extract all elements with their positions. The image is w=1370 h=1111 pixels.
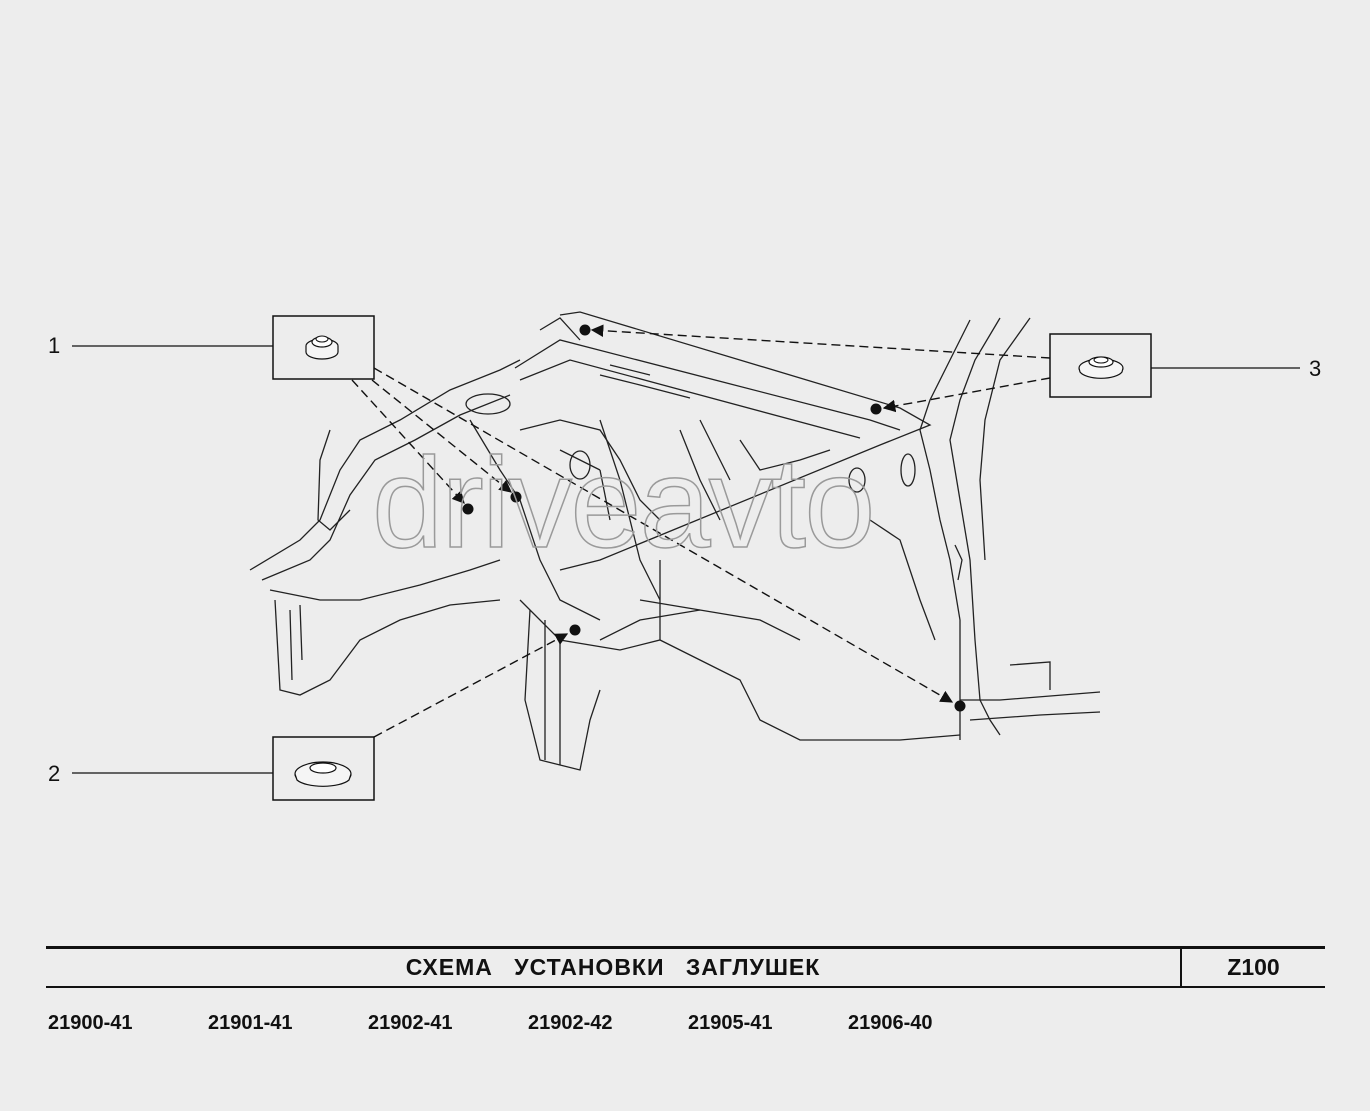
car-body-outline [249, 311, 1101, 771]
arrow-3a [590, 324, 1051, 359]
plug-location-dot [510, 491, 522, 503]
callout-leaders [72, 345, 1300, 774]
title-block: СХЕМА УСТАНОВКИ ЗАГЛУШЕК Z100 [46, 946, 1325, 988]
model-code: 21905-41 [688, 1012, 773, 1034]
callout-3: 3 [1309, 356, 1322, 381]
diagram-code: Z100 [1227, 954, 1280, 980]
model-code: 21902-41 [368, 1012, 453, 1034]
plug-locations [462, 324, 966, 712]
callout-1: 1 [48, 333, 61, 358]
plug-location-dot [569, 624, 581, 636]
arrow-3b [882, 377, 1051, 413]
plug-location-dot [579, 324, 591, 336]
model-list: 21900-41 21901-41 21902-41 21902-42 2190… [48, 1012, 1008, 1038]
part-box-3 [1049, 333, 1152, 398]
watermark: driveavto [371, 432, 876, 575]
part-box-1 [272, 315, 375, 380]
arrow-2 [373, 633, 569, 738]
model-code: 21900-41 [48, 1012, 133, 1034]
part-box-2 [272, 736, 375, 801]
plug-location-dot [462, 503, 474, 515]
callout-2: 2 [48, 761, 61, 786]
arrow-1b [371, 379, 512, 493]
model-code: 21901-41 [208, 1012, 293, 1034]
location-arrows [351, 324, 1051, 738]
model-code: 21906-40 [848, 1012, 933, 1034]
title-divider [1180, 949, 1182, 986]
plug-location-dot [870, 403, 882, 415]
plug-location-dot [954, 700, 966, 712]
diagram-title: СХЕМА УСТАНОВКИ ЗАГЛУШЕК [405, 954, 821, 980]
model-code: 21902-42 [528, 1012, 613, 1034]
